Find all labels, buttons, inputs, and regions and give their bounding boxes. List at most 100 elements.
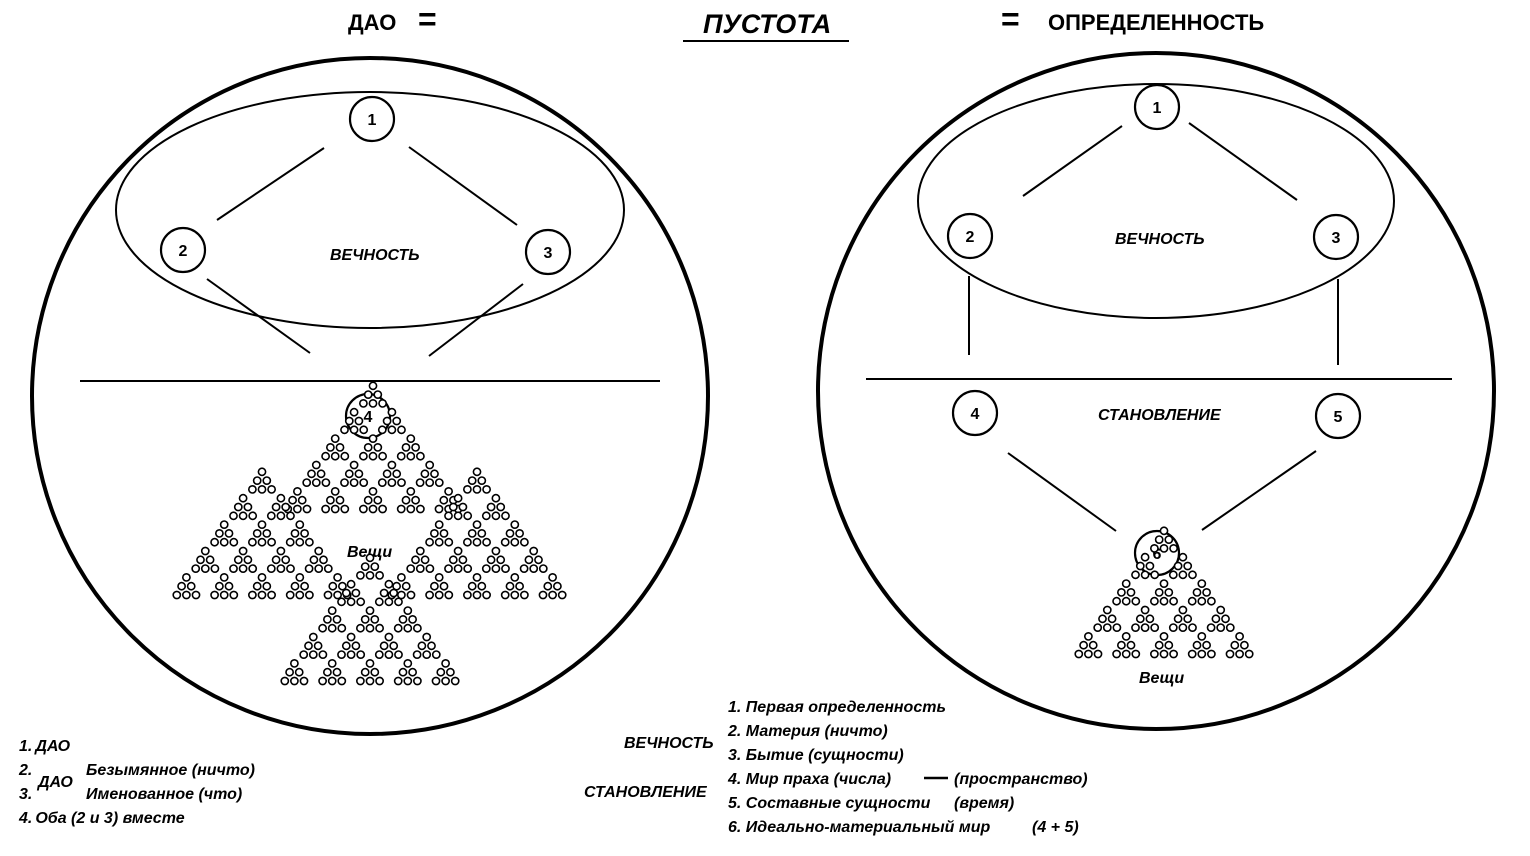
thing-bead <box>1197 596 1207 606</box>
right-node-3: 3 <box>1312 213 1360 261</box>
thing-bead <box>458 555 468 565</box>
thing-bead <box>247 537 257 547</box>
thing-bead <box>1107 614 1117 624</box>
thing-bead <box>205 555 215 565</box>
svg-text:4: 4 <box>364 409 373 426</box>
thing-bead <box>271 502 281 512</box>
header-title: ПУСТОТА <box>703 9 831 39</box>
thing-bead <box>289 659 299 668</box>
thing-bead <box>425 537 434 547</box>
thing-bead <box>444 590 454 600</box>
thing-bead <box>1192 588 1202 597</box>
thing-bead <box>1202 588 1211 597</box>
thing-bead <box>359 478 369 487</box>
thing-bead <box>337 650 346 659</box>
thing-bead <box>304 537 314 547</box>
thing-bead <box>214 581 224 591</box>
thing-bead <box>304 590 314 600</box>
thing-bead <box>368 398 378 408</box>
thing-bead <box>396 573 406 582</box>
thing-bead <box>491 546 501 556</box>
right-node-4: 4 <box>951 389 999 437</box>
thing-bead <box>337 676 347 686</box>
thing-bead <box>285 667 294 677</box>
thing-bead <box>1159 526 1169 536</box>
thing-bead <box>1093 649 1103 659</box>
thing-bead <box>538 590 548 600</box>
right-node-5: 5 <box>1314 392 1362 440</box>
thing-bead <box>365 623 375 633</box>
thing-bead <box>1183 561 1193 571</box>
right-legend-group-bottom: СТАНОВЛЕНИЕ <box>584 784 708 801</box>
header-right: ОПРЕДЕЛЕННОСТЬ <box>1048 10 1264 35</box>
thing-bead <box>1173 561 1183 571</box>
thing-bead <box>238 493 248 503</box>
thing-bead <box>477 476 487 485</box>
thing-bead <box>1164 640 1174 650</box>
thing-bead <box>384 579 394 589</box>
thing-bead <box>229 564 238 573</box>
thing-bead <box>238 511 248 521</box>
left-edge-3-down <box>428 283 524 357</box>
thing-bead <box>346 632 356 642</box>
thing-bead <box>1121 632 1131 641</box>
left-legend-item-4: 4.Оба (2 и 3) вместе <box>18 810 185 827</box>
thing-bead <box>1192 640 1202 650</box>
thing-bead <box>266 564 276 573</box>
thing-bead <box>444 511 453 521</box>
right-becoming-label: СТАНОВЛЕНИЕ <box>1098 407 1222 424</box>
thing-bead <box>377 478 387 487</box>
thing-bead <box>553 581 562 591</box>
thing-bead <box>363 390 373 399</box>
thing-bead <box>411 495 420 505</box>
thing-bead <box>425 478 435 487</box>
thing-bead <box>401 495 411 505</box>
thing-bead <box>252 476 262 485</box>
thing-bead <box>219 590 229 600</box>
thing-bead <box>412 650 422 659</box>
thing-bead <box>356 650 366 659</box>
thing-bead <box>1207 649 1216 659</box>
right-bead-piles <box>1074 526 1254 659</box>
thing-bead <box>288 495 297 505</box>
left-legend-item-2: Безымянное (ничто) <box>86 762 255 779</box>
left-legend-num-3: 3. <box>19 786 32 803</box>
thing-bead <box>340 425 349 435</box>
thing-bead <box>434 590 444 600</box>
thing-bead <box>1244 649 1254 659</box>
thing-bead <box>496 555 506 565</box>
thing-bead <box>1159 596 1169 606</box>
thing-bead <box>374 597 384 607</box>
thing-bead <box>1150 623 1160 632</box>
thing-bead <box>1154 588 1164 597</box>
thing-bead <box>1164 588 1174 597</box>
thing-bead <box>322 615 332 624</box>
thing-bead <box>1197 649 1207 659</box>
thing-bead <box>1178 623 1188 632</box>
thing-bead <box>224 529 234 538</box>
thing-bead <box>543 581 553 591</box>
thing-bead <box>524 555 534 565</box>
thing-bead <box>431 676 441 686</box>
thing-bead <box>462 537 472 547</box>
thing-bead <box>375 676 384 686</box>
thing-bead <box>318 623 327 633</box>
thing-bead <box>252 581 262 591</box>
thing-bead <box>1168 570 1178 580</box>
thing-bead <box>496 502 506 512</box>
thing-bead <box>1140 552 1150 562</box>
thing-bead <box>387 425 397 435</box>
thing-bead <box>1197 632 1207 641</box>
thing-bead <box>327 606 337 615</box>
thing-bead <box>247 484 257 494</box>
left-outer-circle <box>30 56 710 736</box>
right-legend-item-3: 3. Бытие (сущности) <box>728 747 904 764</box>
thing-bead <box>346 650 356 659</box>
thing-bead <box>200 564 210 573</box>
thing-bead <box>387 407 397 417</box>
thing-bead <box>1131 623 1140 632</box>
thing-bead <box>210 590 219 600</box>
thing-bead <box>365 553 375 563</box>
thing-bead <box>1126 640 1136 650</box>
thing-bead <box>349 478 359 487</box>
